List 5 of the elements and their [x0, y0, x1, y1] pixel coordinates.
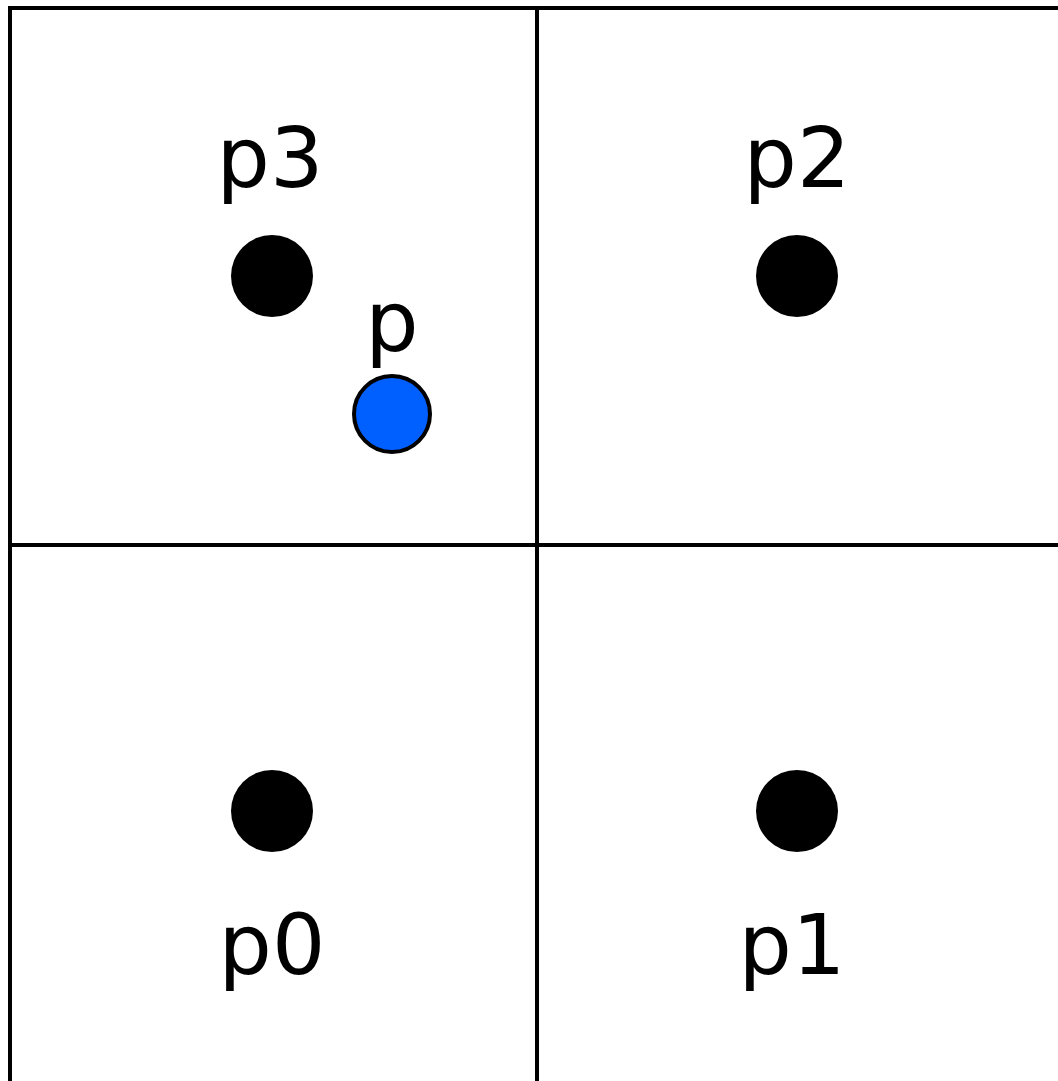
sample-point-marker: [352, 374, 432, 454]
grid-point-marker: [231, 235, 313, 317]
grid-point-marker: [231, 770, 313, 852]
grid-point-marker: [756, 235, 838, 317]
grid-point-marker: [756, 770, 838, 852]
